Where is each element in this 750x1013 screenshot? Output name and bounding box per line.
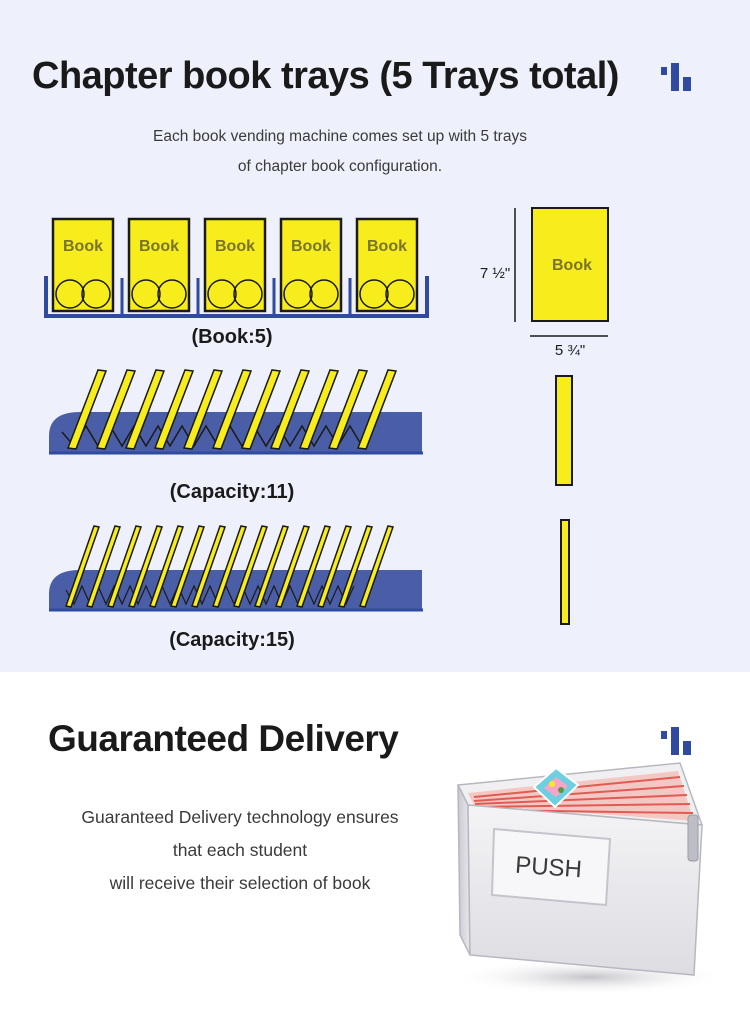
brand-logo-icon xyxy=(661,727,697,757)
book-label: Book xyxy=(291,238,331,255)
slanted-book xyxy=(233,525,268,608)
tray-book-5: Book xyxy=(355,217,419,313)
thin-book-side-15 xyxy=(560,519,570,625)
slanted-book xyxy=(107,525,142,608)
capacity-15-caption: (Capacity:15) xyxy=(169,629,295,651)
slanted-book xyxy=(128,525,163,608)
capacity-11-tray xyxy=(49,369,423,455)
section-title-trays: Chapter book trays (5 Trays total) xyxy=(32,55,619,97)
book-label: Book xyxy=(139,238,179,255)
slanted-book xyxy=(66,369,108,450)
capacity-11-caption: (Capacity:11) xyxy=(169,481,295,503)
slanted-book xyxy=(275,525,310,608)
book-tray-diagram: Book Book Book Book Book xyxy=(44,207,609,625)
book-label: Book xyxy=(552,257,592,274)
book-dimension-diagram: 7 ½" Book 5 ¾" xyxy=(480,207,609,359)
delivery-bin-illustration: PUSH xyxy=(450,762,730,995)
slanted-book xyxy=(269,369,311,450)
slanted-book xyxy=(149,525,184,608)
brand-logo-icon xyxy=(661,63,697,93)
thin-book-side-11 xyxy=(555,375,573,486)
delivery-description-line1: Guaranteed Delivery technology ensures xyxy=(81,807,399,827)
book-label: Book xyxy=(63,238,103,255)
slanted-book xyxy=(356,369,398,450)
slanted-book xyxy=(211,369,253,450)
delivery-description-line3: will receive their selection of book xyxy=(109,873,371,893)
slanted-book xyxy=(212,525,247,608)
capacity-11-books xyxy=(66,369,398,450)
slanted-book xyxy=(182,369,224,450)
book-5-caption: (Book:5) xyxy=(191,326,273,348)
slanted-book xyxy=(338,525,373,608)
tray-book-1: Book xyxy=(51,217,115,313)
book-cover-icon xyxy=(532,766,580,809)
slanted-book xyxy=(327,369,369,450)
slanted-book xyxy=(170,525,205,608)
capacity-15-books xyxy=(65,525,394,608)
slanted-book xyxy=(240,369,282,450)
slanted-book xyxy=(95,369,137,450)
delivery-description: Guaranteed Delivery technology ensures t… xyxy=(40,801,440,900)
slanted-book xyxy=(124,369,166,450)
section-title-delivery: Guaranteed Delivery xyxy=(48,718,399,759)
trays-description-line2: of chapter book configuration. xyxy=(237,158,443,175)
book-label: Book xyxy=(367,238,407,255)
tray-book-4: Book xyxy=(279,217,343,313)
slanted-book xyxy=(298,369,340,450)
slanted-book xyxy=(317,525,352,608)
book-label: Book xyxy=(215,238,255,255)
slanted-book xyxy=(254,525,289,608)
slanted-book xyxy=(191,525,226,608)
book-height-label: 7 ½" xyxy=(480,265,510,282)
tray-book-2: Book xyxy=(127,217,191,313)
slanted-book xyxy=(359,525,394,608)
trays-description: Each book vending machine comes set up w… xyxy=(90,122,590,182)
slanted-book xyxy=(296,525,331,608)
trays-description-line1: Each book vending machine comes set up w… xyxy=(153,128,527,145)
slanted-book xyxy=(153,369,195,450)
slanted-book xyxy=(86,525,121,608)
book-width-label: 5 ¾" xyxy=(555,342,585,359)
slanted-book xyxy=(65,525,100,608)
capacity-15-tray xyxy=(49,525,423,612)
delivery-description-line2: that each student xyxy=(172,840,308,860)
tray-book-3: Book xyxy=(203,217,267,313)
push-label: PUSH xyxy=(514,852,582,884)
book-tray-5: Book Book Book Book Book xyxy=(44,217,429,318)
